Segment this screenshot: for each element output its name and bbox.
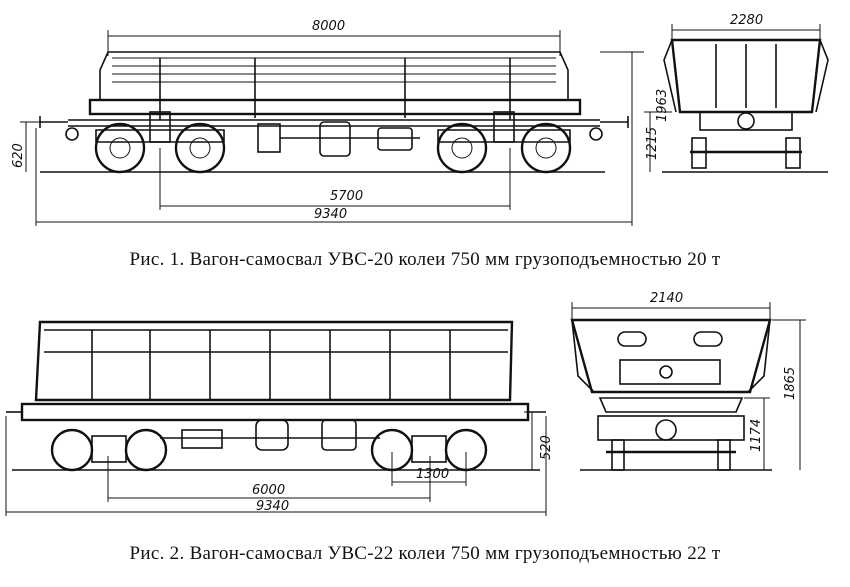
fig1-dim-1215: 1215	[644, 111, 672, 172]
fig2-dim-1865: 1865	[772, 319, 806, 470]
dim-label: 2140	[650, 291, 683, 306]
dim-label: 1865	[783, 367, 798, 400]
dim-label: 9340	[256, 499, 289, 514]
fig2-side-view: 520 1300 6000 9340	[5, 320, 554, 516]
fig2-dim-1300: 1300	[391, 452, 467, 486]
dim-label: 9340	[314, 207, 347, 222]
figure1-caption: Рис. 1. Вагон-самосвал УВС-20 колеи 750 …	[129, 249, 721, 270]
dim-label: 1174	[749, 419, 764, 452]
dim-label: 6000	[252, 483, 285, 498]
fig2-dim-6000: 6000	[107, 456, 431, 502]
fig1-dim-8000: 8000	[107, 19, 561, 56]
dim-label: 1300	[416, 467, 449, 482]
fig1-end-view: 2280 1215	[644, 13, 829, 173]
fig2-dim-9340: 9340	[5, 416, 547, 516]
figure2-caption: Рис. 2. Вагон-самосвал УВС-22 колеи 750 …	[129, 543, 721, 564]
fig1-dim-620: 620	[11, 121, 44, 172]
fig1-dim-5700: 5700	[159, 148, 511, 210]
dim-label: 620	[11, 143, 26, 168]
fig1-dim-9340: 9340	[35, 128, 633, 226]
fig2-dim-2140: 2140	[571, 291, 771, 324]
fig1-side-view: 8000 620 5700 9340 1963	[11, 19, 670, 226]
dim-label: 2280	[730, 13, 763, 28]
dim-label: 1963	[655, 89, 670, 122]
dim-label: 8000	[312, 19, 345, 34]
fig1-dim-1963: 1963	[600, 51, 670, 172]
dim-label: 1215	[645, 127, 660, 160]
fig2-dim-1174: 1174	[744, 397, 770, 470]
fig1-dim-2280: 2280	[671, 13, 821, 42]
fig2-end-view: 2140 1865 1174	[570, 291, 806, 471]
dim-label: 5700	[330, 189, 363, 204]
